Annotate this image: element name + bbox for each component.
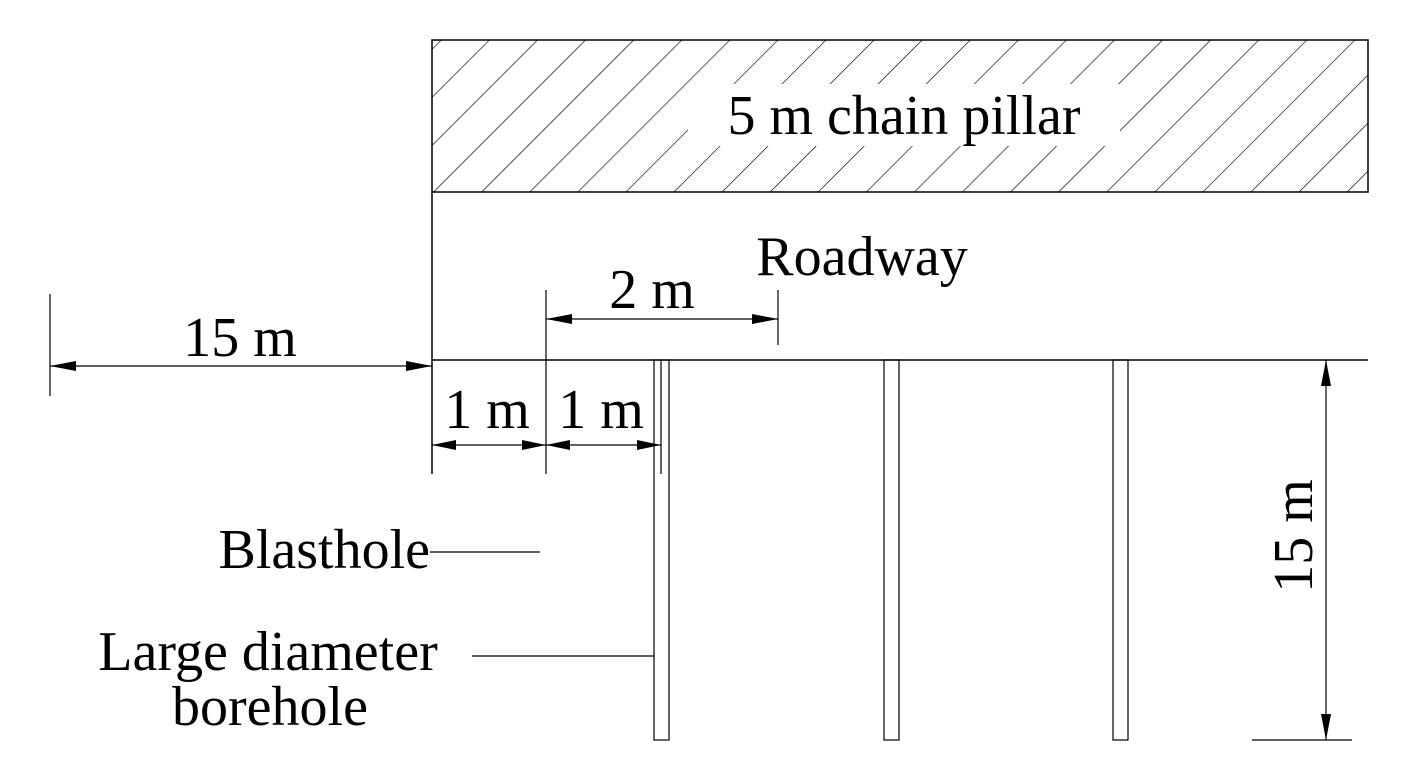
chain-pillar-label-bg: [688, 84, 1120, 146]
left-offset-dimension: 15 m: [49, 294, 432, 396]
left-offset-arrow-right: [406, 361, 432, 371]
large-diameter-label-line2: borehole: [172, 676, 368, 738]
chain-pillar-label: 5 m chain pillar: [727, 85, 1080, 147]
hole-spacing-dimension: 2 m: [545, 259, 779, 474]
segment-2-arrow-right: [637, 440, 661, 450]
leader-labels: Blasthole Large diameter borehole: [98, 519, 654, 738]
boreholes: [653, 359, 1129, 741]
segment-2-label: 1 m: [558, 379, 644, 441]
chain-pillar-outline: [431, 39, 1369, 193]
chain-pillar: 5 m chain pillar: [431, 39, 1369, 193]
hole-spacing-label: 2 m: [609, 259, 695, 321]
left-offset-label: 15 m: [183, 307, 297, 369]
borehole-2: [883, 359, 900, 741]
large-diameter-label-line1: Large diameter: [98, 621, 438, 683]
hole-spacing-arrow-right: [752, 314, 778, 324]
hole-depth-dimension: 15 m: [1252, 360, 1352, 741]
segment-1-label: 1 m: [444, 379, 530, 441]
hole-depth-arrow-bottom: [1321, 714, 1331, 740]
blasthole-label: Blasthole: [218, 519, 430, 581]
left-offset-arrow-left: [50, 361, 76, 371]
borehole-3: [1112, 359, 1129, 741]
segment-2-arrow-left: [546, 440, 570, 450]
roadway-label: Roadway: [756, 226, 968, 288]
roadway: Roadway: [431, 192, 1368, 474]
segment-1-arrow-left: [432, 440, 456, 450]
hole-spacing-arrow-left: [546, 314, 572, 324]
hole-depth-label: 15 m: [1263, 479, 1325, 593]
segment-dimensions: 1 m 1 m: [432, 379, 661, 450]
segment-1-arrow-right: [522, 440, 546, 450]
hole-depth-arrow-top: [1321, 360, 1331, 386]
